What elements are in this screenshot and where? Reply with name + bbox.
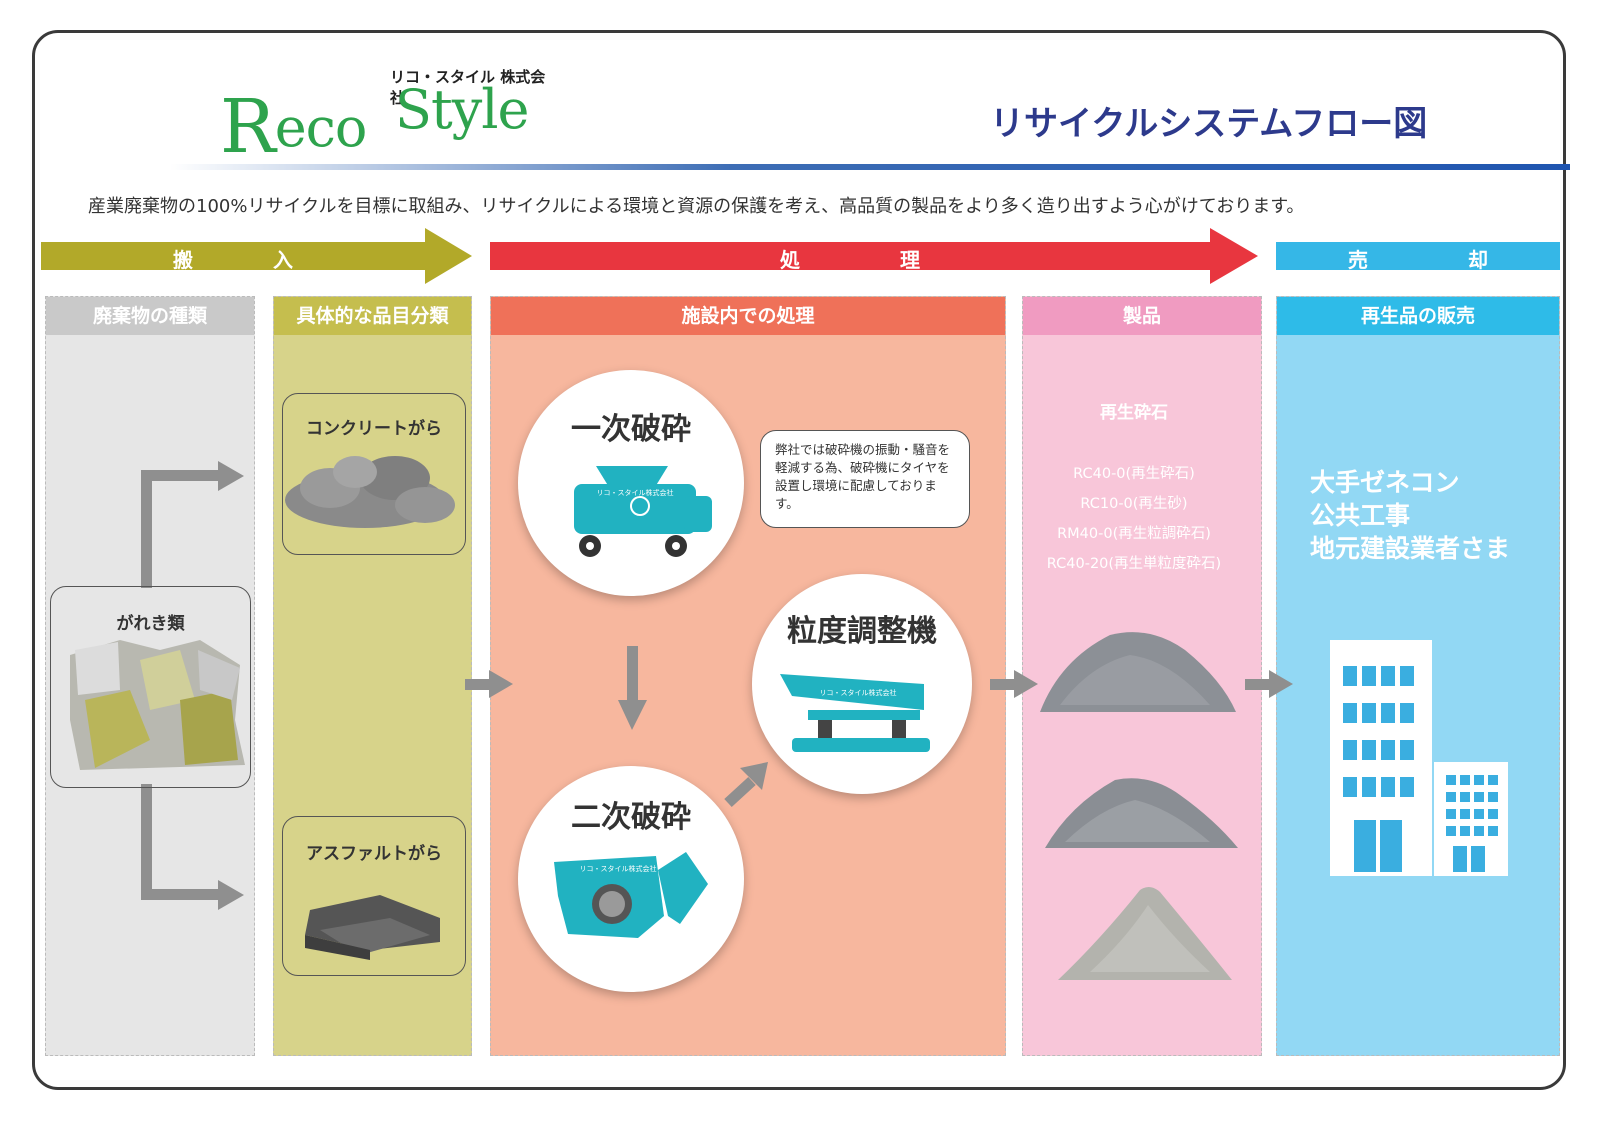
- logo-word1: eco: [274, 96, 368, 159]
- primary-crusher-circle: 一次破砕 リコ・スタイル株式会社: [518, 370, 744, 596]
- buyer-item: 地元建設業者さま: [1310, 534, 1511, 563]
- flow-arrow-secondary-to-grading: [724, 762, 768, 808]
- column-head-products: 製品: [1023, 297, 1261, 335]
- asphalt-card: アスファルトがら: [282, 816, 466, 976]
- buyer-item: 大手ゼネコン: [1310, 468, 1460, 497]
- sale-band: [1276, 242, 1560, 270]
- branch-arrow-down: [141, 784, 244, 910]
- column-head-waste-types: 廃棄物の種類: [46, 297, 254, 335]
- asphalt-label: アスファルトがら: [306, 844, 442, 864]
- column-head-items: 具体的な品目分類: [274, 297, 471, 335]
- gravel-pile-2: [1045, 778, 1238, 848]
- buyer-item: 公共工事: [1310, 501, 1411, 530]
- primary-crusher-label: 一次破砕: [571, 412, 691, 447]
- primary-crusher-brand: リコ・スタイル株式会社: [596, 489, 674, 497]
- phase-process: 処 理: [780, 248, 920, 272]
- page-title: リサイクルシステムフロー図: [990, 104, 1428, 144]
- rubble-card: がれき類: [50, 586, 251, 788]
- building-illustration: [1330, 640, 1508, 876]
- product-item: RC40-0(再生砕石): [1073, 466, 1195, 482]
- logo-initial: R: [220, 84, 276, 170]
- phase-sale: 売 却: [1348, 248, 1488, 272]
- secondary-crusher-brand: リコ・スタイル株式会社: [579, 865, 657, 873]
- column-head-sales: 再生品の販売: [1277, 297, 1559, 335]
- concrete-label: コンクリートがら: [306, 419, 442, 439]
- flow-arrow-products-to-sales: [1245, 670, 1293, 698]
- logo-word-style: Style: [395, 78, 529, 141]
- products-title: 再生砕石: [1100, 403, 1168, 423]
- column-head-processing: 施設内での処理: [491, 297, 1005, 335]
- secondary-crusher-circle: 二次破砕 リコ・スタイル株式会社: [518, 766, 744, 992]
- logo: リコ・スタイル 株式会社 Reco Style: [220, 60, 560, 170]
- product-item: RC10-0(再生砂): [1080, 496, 1188, 512]
- secondary-crusher-icon: [554, 852, 708, 938]
- header-divider: [170, 164, 1570, 170]
- flow-arrow-processing-to-products: [990, 670, 1038, 698]
- logo-company-name: リコ・スタイル 株式会社: [390, 68, 546, 107]
- product-item: RC40-20(再生単粒度砕石): [1046, 556, 1222, 572]
- gravel-pile-3: [1058, 886, 1232, 980]
- product-item: RM40-0(再生粒調砕石): [1057, 526, 1211, 542]
- secondary-crusher-label: 二次破砕: [571, 800, 691, 835]
- asphalt-illustration: [305, 895, 440, 960]
- grading-machine-circle: 粒度調整機 リコ・スタイル株式会社: [752, 574, 972, 794]
- grading-machine-brand: リコ・スタイル株式会社: [819, 689, 897, 697]
- process-arrow: [490, 228, 1258, 284]
- primary-crusher-icon: [574, 466, 712, 557]
- branch-arrow-up: [141, 461, 244, 588]
- flow-arrow-items-to-processing: [465, 670, 513, 698]
- tagline: 産業廃棄物の100%リサイクルを目標に取組み、リサイクルによる環境と資源の保護を…: [88, 196, 1305, 217]
- concrete-card: コンクリートがら: [282, 393, 466, 555]
- grading-machine-label: 粒度調整機: [787, 614, 937, 649]
- grading-machine-icon: [780, 674, 930, 752]
- carry-in-arrow: [41, 228, 472, 284]
- logo-word-reco: Reco: [220, 78, 368, 170]
- concrete-illustration: [285, 456, 455, 528]
- rubble-illustration: [70, 640, 245, 770]
- noise-reduction-note: 弊社では破砕機の振動・騒音を軽減する為、破砕機にタイヤを設置し環境に配慮しており…: [760, 430, 970, 528]
- phase-carry-in: 搬 入: [173, 248, 293, 272]
- flow-arrow-primary-to-secondary: [618, 646, 647, 730]
- gravel-pile-1: [1040, 632, 1236, 712]
- rubble-label: がれき類: [116, 614, 185, 634]
